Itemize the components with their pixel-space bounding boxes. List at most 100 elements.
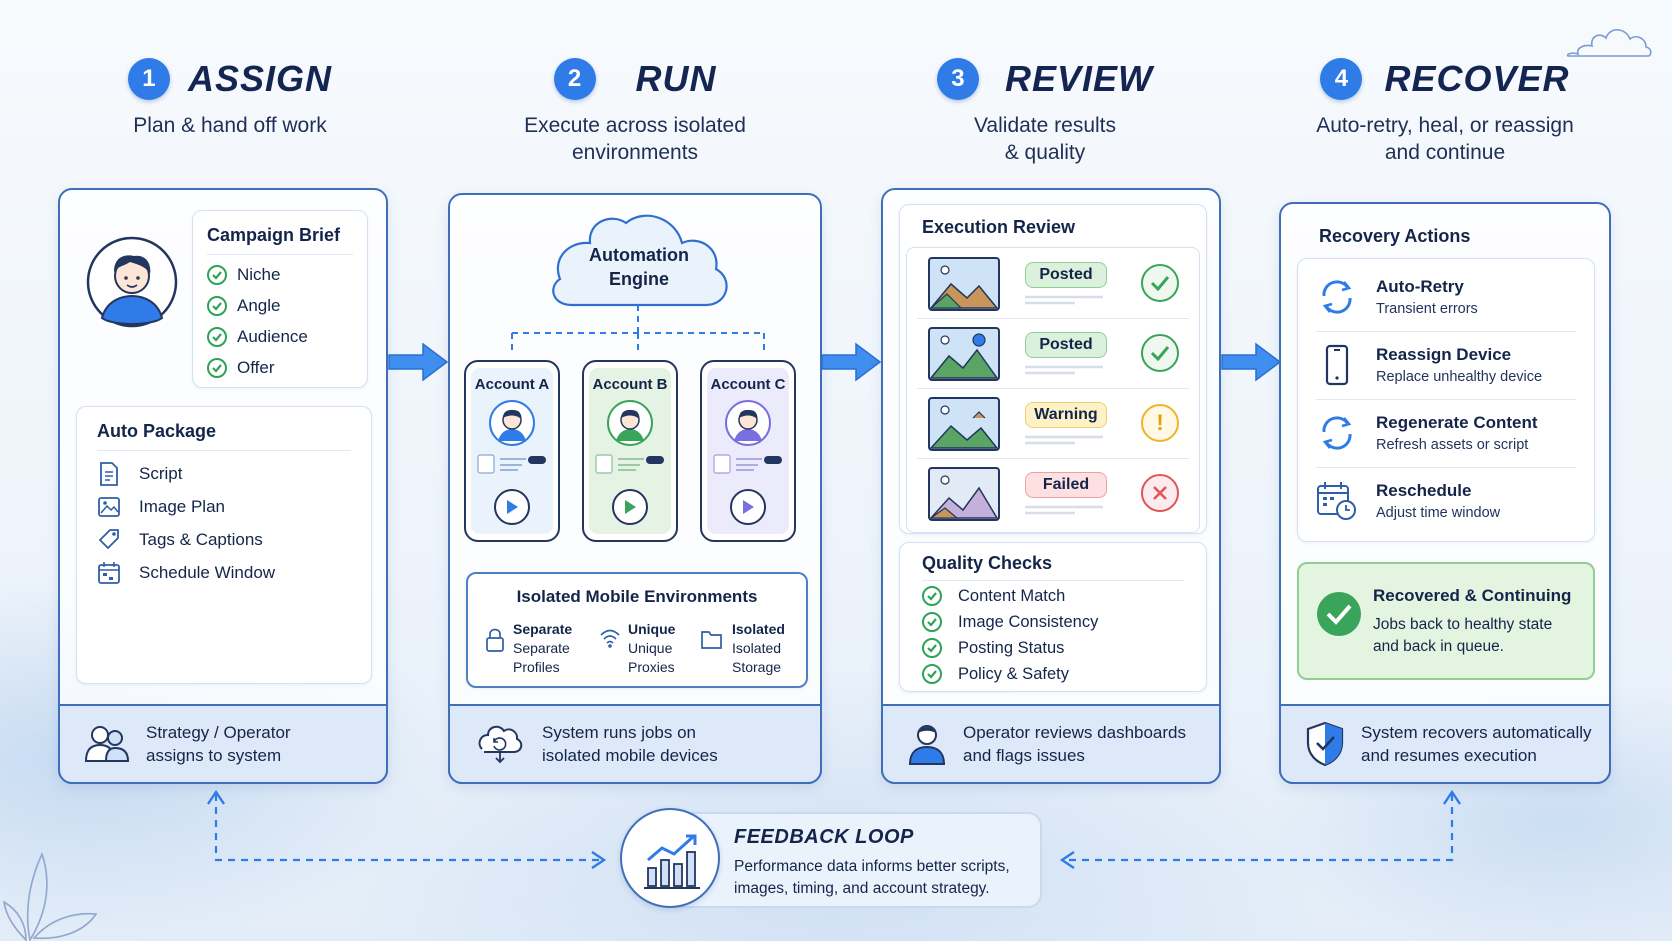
shield-icon (1306, 721, 1344, 767)
user-avatar-icon (489, 400, 535, 446)
thumbnail-image-icon (928, 467, 1000, 521)
step-title: RECOVER (1384, 58, 1570, 99)
wifi-icon (600, 629, 620, 648)
action-title: Regenerate Content (1376, 413, 1538, 432)
brief-item-label: Niche (237, 264, 281, 284)
account-label: Account A (474, 376, 550, 393)
divider (917, 388, 1189, 389)
package-item: Script (97, 457, 351, 490)
lock-icon (486, 628, 504, 652)
divider (97, 450, 351, 451)
brief-item-label: Angle (237, 295, 281, 315)
check-icon (207, 357, 227, 378)
step-number-badge: 3 (936, 58, 979, 100)
action-title: Reschedule (1376, 481, 1472, 500)
auto-package-panel: Auto Package Script Image Plan Tags & Ca… (76, 406, 372, 684)
feedback-icon-circle (620, 808, 720, 908)
play-button[interactable] (612, 489, 648, 525)
step-title: RUN (635, 58, 717, 99)
check-icon (922, 638, 942, 658)
quality-checks-panel: Quality Checks Content Match Image Consi… (899, 542, 1207, 692)
divider (207, 254, 353, 255)
panel-title: Recovery Actions (1319, 226, 1471, 246)
package-item-label: Image Plan (139, 496, 225, 516)
play-button[interactable] (730, 489, 766, 525)
feedback-title: FEEDBACK LOOP (734, 826, 914, 848)
action-title: Reassign Device (1376, 345, 1512, 364)
review-row: Warning ! (907, 390, 1199, 458)
arrow-right-icon (388, 342, 449, 382)
document-icon (100, 461, 118, 486)
check-icon (922, 664, 942, 684)
step-subtitle: Plan & hand off work (133, 114, 327, 137)
status-badge: Posted (1025, 262, 1107, 288)
thumbnail-image-icon (928, 257, 1000, 311)
status-badge: Failed (1025, 472, 1107, 498)
feedback-loop-connectors (207, 789, 1461, 869)
env-item (484, 620, 506, 654)
folder-icon (701, 631, 722, 649)
cloud-engine-icon (552, 214, 728, 307)
quality-item-label: Image Consistency (958, 612, 1099, 631)
check-icon (1141, 264, 1179, 302)
divider (1316, 331, 1576, 332)
thumbnail-image-icon (928, 327, 1000, 381)
review-row: Posted (907, 250, 1199, 318)
phone-account-c: Account C (700, 360, 796, 542)
placeholder-lines (1025, 295, 1103, 305)
divider (917, 458, 1189, 459)
package-item: Tags & Captions (97, 523, 351, 556)
brief-item-label: Offer (237, 357, 275, 377)
content-card-icon (713, 454, 782, 474)
warning-icon: ! (1141, 404, 1179, 442)
campaign-brief-panel: Campaign Brief Niche Angle Audience Offe… (192, 210, 368, 388)
panel-title: Campaign Brief (207, 225, 341, 245)
step-3-header: 3 REVIEW Validate results& quality (905, 58, 1185, 166)
step-subtitle: Validate results& quality (973, 114, 1117, 164)
user-avatar-icon (86, 236, 178, 328)
quality-item: Policy & Safety (922, 661, 1184, 687)
package-item: Schedule Window (97, 556, 351, 589)
play-button[interactable] (494, 489, 530, 525)
leaf-decoration-icon (2, 851, 98, 941)
panel-title: Quality Checks (922, 553, 1053, 573)
feedback-text: Performance data informs better scripts,… (734, 858, 1010, 897)
brief-item-label: Audience (237, 326, 308, 346)
phone-icon (1325, 344, 1349, 386)
review-row: Posted (907, 320, 1199, 388)
quality-item-label: Posting Status (958, 638, 1065, 657)
connector-lines (511, 305, 765, 351)
calendar-clock-icon (1317, 482, 1356, 520)
recovered-title: Recovered & Continuing (1373, 586, 1572, 605)
refresh-icon (1322, 280, 1352, 314)
arrow-right-icon (1221, 342, 1282, 382)
brief-item: Niche (207, 259, 353, 290)
operator-icon (908, 725, 946, 765)
action-title: Auto-Retry (1376, 277, 1464, 296)
check-icon (1141, 334, 1179, 372)
action-subtitle: Adjust time window (1376, 505, 1501, 521)
status-badge: Posted (1025, 332, 1107, 358)
success-check-icon (1317, 592, 1361, 636)
package-item-label: Tags & Captions (139, 529, 263, 549)
